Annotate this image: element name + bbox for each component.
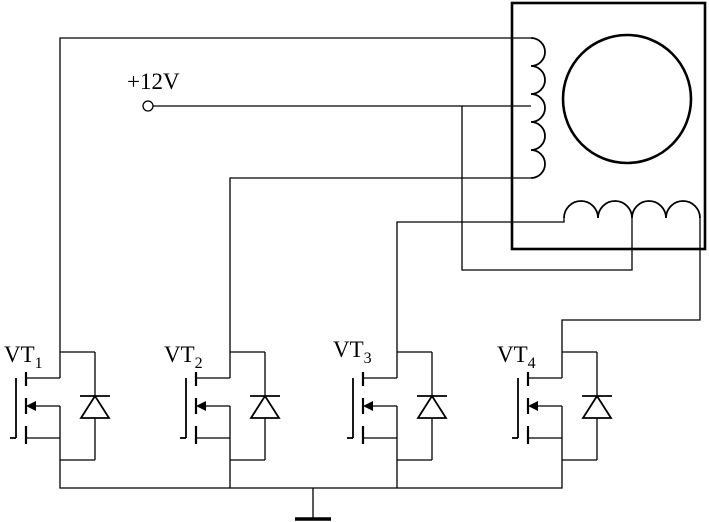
motor-rotor [561,33,693,165]
transistor-stages: VT1 VT2 VT3 VT4 [4,337,613,461]
vt1-diode-triangle [79,394,111,419]
vt2-label: VT2 [164,342,203,372]
vt4-label-subscript: 4 [528,355,536,372]
ground-bus [59,460,563,489]
transistor-stage-3: VT3 [333,337,448,461]
vt2-diode-triangle [249,394,281,419]
vt2-label-subscript: 2 [195,355,203,372]
vt3-body-arrow-icon [363,401,373,411]
wire-supply-horizontal-tap [461,106,633,271]
vt2-body-arrow-icon [196,401,206,411]
vt3-diode-triangle [416,394,448,419]
vt4-body-arrow-icon [528,401,538,411]
supply-terminal: +12V [127,69,180,112]
wire-phase-3 [396,218,565,360]
vt3-label-subscript: 3 [364,350,372,367]
stepper-motor [510,1,707,251]
vt4-label: VT4 [497,342,536,372]
vt1-label-subscript: 1 [35,355,43,372]
transistor-stage-1: VT1 [4,342,111,461]
vt3-label: VT3 [333,337,372,367]
vertical-winding [530,37,546,179]
horizontal-winding [563,200,701,219]
supply-label: +12V [127,69,180,94]
wire-phase-1 [59,37,531,360]
transistor-stage-2: VT2 [164,342,281,461]
vt1-label: VT1 [4,342,43,372]
supply-node [142,100,154,112]
wire-phase-2 [229,177,531,360]
ground-symbol [295,488,331,521]
motor-housing [510,1,707,251]
vt4-diode-triangle [581,394,613,419]
vt1-body-arrow-icon [26,401,36,411]
wiring [59,37,701,489]
wire-phase-4 [561,218,701,360]
transistor-stage-4: VT4 [497,342,613,461]
